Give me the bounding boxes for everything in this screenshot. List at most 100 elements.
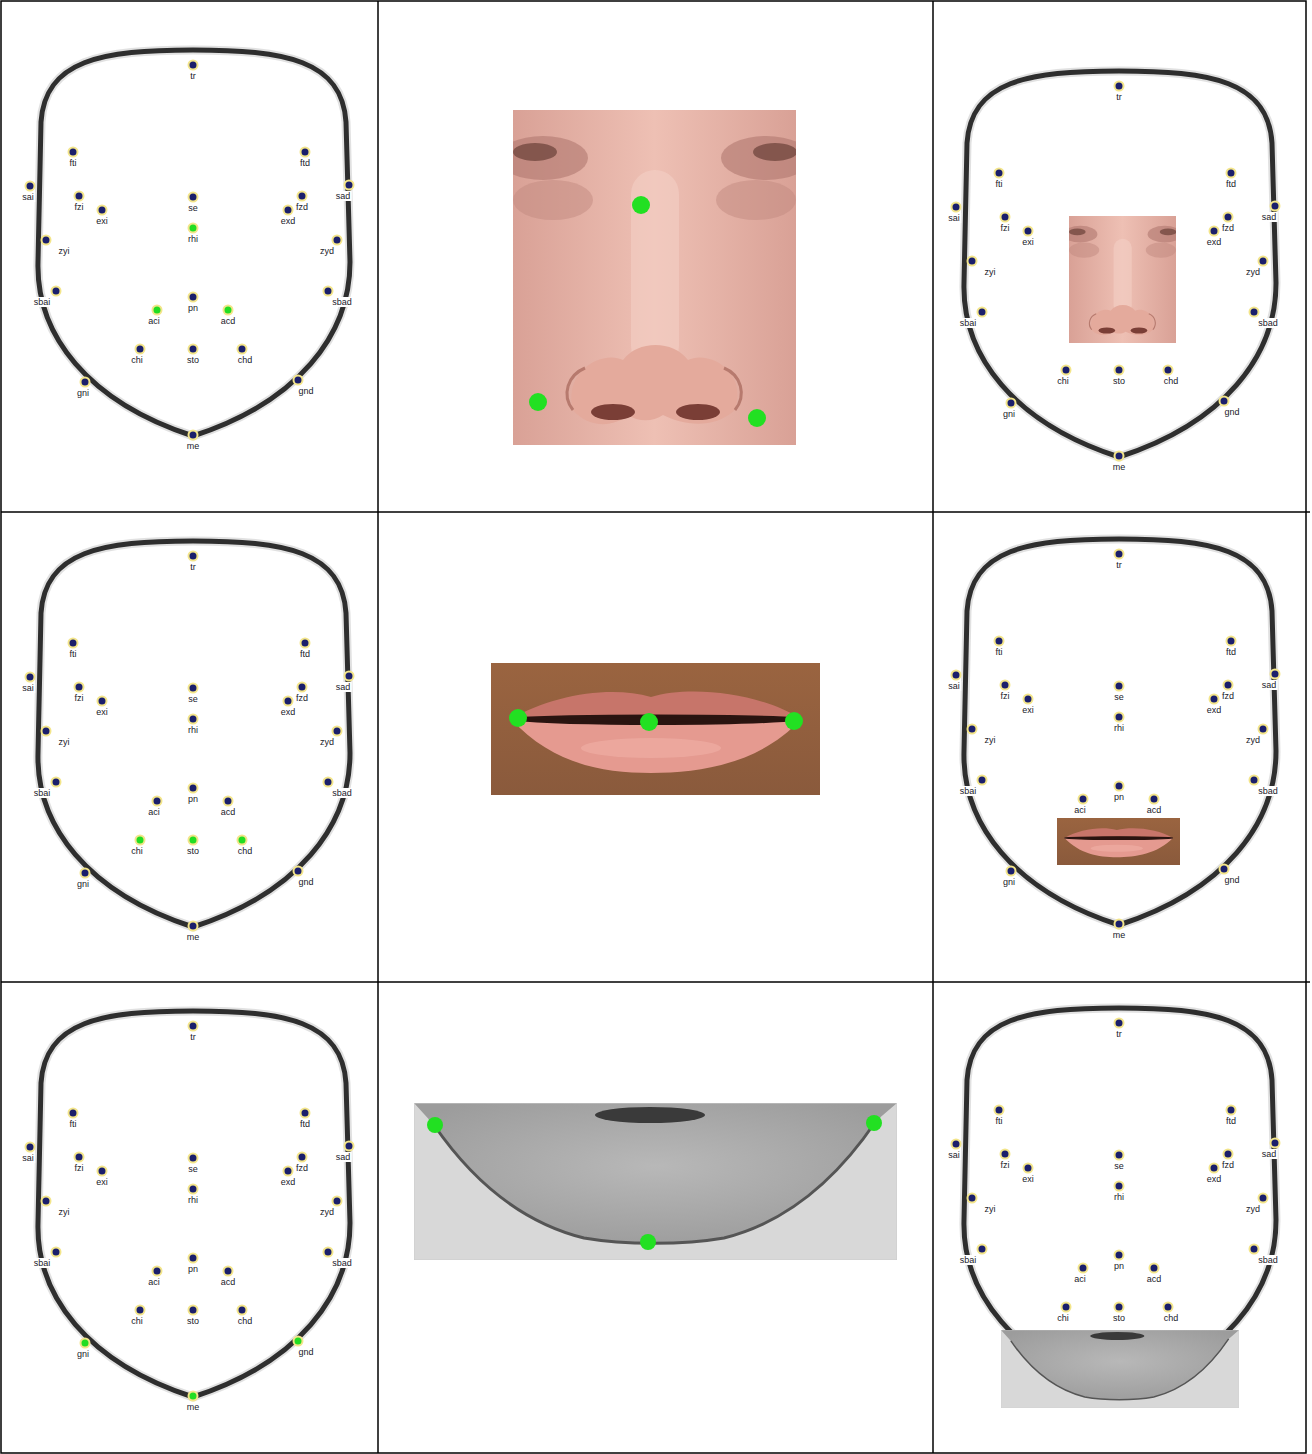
- landmark-dot: [994, 168, 1005, 179]
- landmark-dot: [152, 796, 163, 807]
- landmark-label: sbai: [33, 297, 52, 307]
- landmark-label: sbad: [1257, 786, 1279, 796]
- landmark-dot: [1114, 1250, 1125, 1261]
- landmark-label: zyi: [58, 1207, 71, 1217]
- landmark-dot: [1249, 1244, 1260, 1255]
- landmark-label: me: [186, 932, 201, 942]
- landmark-label: sai: [21, 192, 35, 202]
- landmark-label: sbai: [959, 318, 978, 328]
- landmark-label: sai: [947, 1150, 961, 1160]
- landmark-label: pn: [187, 303, 199, 313]
- landmark-label: zyi: [984, 267, 997, 277]
- landmark-dot: [80, 868, 91, 879]
- landmark-label: fzi: [74, 202, 85, 212]
- landmark-dot: [1270, 669, 1281, 680]
- landmark-dot: [1061, 1302, 1072, 1313]
- landmark-dot: [332, 235, 343, 246]
- landmark-dot: [977, 1244, 988, 1255]
- landmark-dot: [967, 256, 978, 267]
- landmark-dot: [188, 192, 199, 203]
- landmark-dot: [188, 292, 199, 303]
- landmark-dot: [1114, 1181, 1125, 1192]
- landmark-dot: [188, 430, 199, 441]
- landmark-label: acd: [220, 807, 237, 817]
- landmark-label: aci: [147, 807, 161, 817]
- landmark-label: sto: [186, 846, 200, 856]
- landmark-dot: [41, 235, 52, 246]
- landmark-dot: [188, 1391, 199, 1402]
- landmark-label: sbad: [331, 297, 353, 307]
- landmark-label: sai: [21, 683, 35, 693]
- landmark-label: ftd: [299, 649, 311, 659]
- landmark-dot: [1114, 1302, 1125, 1313]
- landmark-label: sai: [947, 681, 961, 691]
- landmark-label: zyi: [58, 246, 71, 256]
- landmark-dot: [1061, 365, 1072, 376]
- landmark-dot: [1114, 919, 1125, 930]
- landmark-dot: [977, 775, 988, 786]
- landmark-label: me: [1112, 462, 1127, 472]
- landmark-dot: [188, 60, 199, 71]
- landmark-dot: [188, 714, 199, 725]
- landmark-label: sad: [1261, 212, 1278, 222]
- landmark-label: sbad: [331, 1258, 353, 1268]
- landmark-label: chi: [1056, 376, 1070, 386]
- landmark-label: gnd: [297, 877, 314, 887]
- landmark-dot: [74, 682, 85, 693]
- landmark-label: tr: [189, 562, 197, 572]
- landmark-dot: [152, 1266, 163, 1277]
- landmark-label: exd: [280, 216, 297, 226]
- landmark-dot: [97, 696, 108, 707]
- landmark-dot: [1000, 680, 1011, 691]
- landmark-label: sad: [1261, 680, 1278, 690]
- landmark-dot: [1163, 1302, 1174, 1313]
- landmark-dot: [951, 1139, 962, 1150]
- landmark-label: fzd: [295, 202, 309, 212]
- landmark-dot: [1114, 1150, 1125, 1161]
- landmark-label: sad: [335, 1152, 352, 1162]
- landmark-dot: [68, 1108, 79, 1119]
- landmark-dot: [41, 1196, 52, 1207]
- landmark-dot: [344, 671, 355, 682]
- landmark-dot: [1114, 451, 1125, 462]
- landmark-label: acd: [1146, 805, 1163, 815]
- landmark-label: sai: [947, 213, 961, 223]
- landmark-dot: [1006, 866, 1017, 877]
- landmark-label: se: [1113, 692, 1125, 702]
- landmark-label: pn: [1113, 792, 1125, 802]
- landmark-label: fzd: [1221, 1160, 1235, 1170]
- landmark-label: sto: [186, 1316, 200, 1326]
- landmark-label: fzi: [1000, 1160, 1011, 1170]
- landmark-dot: [223, 1266, 234, 1277]
- landmark-label: rhi: [187, 1195, 199, 1205]
- landmark-dot: [967, 724, 978, 735]
- landmark-label: me: [1112, 930, 1127, 940]
- landmark-dot: [344, 1141, 355, 1152]
- landmark-label: acd: [1146, 1274, 1163, 1284]
- landmark-label: ftd: [1225, 1116, 1237, 1126]
- landmark-dot: [1258, 256, 1269, 267]
- landmark-label: exd: [280, 1177, 297, 1187]
- landmark-dot: [1223, 680, 1234, 691]
- landmark-label: fzd: [295, 693, 309, 703]
- landmark-label: gnd: [1223, 407, 1240, 417]
- landmark-dot: [951, 670, 962, 681]
- landmark-dot: [188, 1153, 199, 1164]
- landmark-label: ftd: [299, 1119, 311, 1129]
- landmark-dot: [1219, 864, 1230, 875]
- landmark-dot: [1223, 212, 1234, 223]
- landmark-label: fti: [68, 649, 77, 659]
- landmark-dot: [297, 191, 308, 202]
- landmark-dot: [188, 223, 199, 234]
- landmark-dot: [1114, 1018, 1125, 1029]
- landmark-dot: [323, 1247, 334, 1258]
- landmark-label: sbai: [959, 786, 978, 796]
- landmark-label: chi: [130, 355, 144, 365]
- landmark-dot: [1219, 396, 1230, 407]
- landmark-label: sbad: [331, 788, 353, 798]
- landmark-dot: [293, 375, 304, 386]
- landmark-label: ftd: [1225, 179, 1237, 189]
- landmark-dot: [1023, 694, 1034, 705]
- landmark-dot: [332, 726, 343, 737]
